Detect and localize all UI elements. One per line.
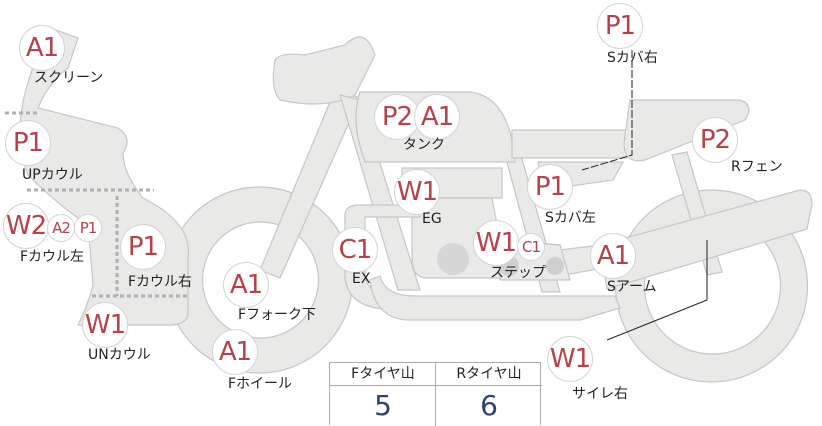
damage-mark-engine[interactable]: W1 [394, 169, 440, 215]
part-label-step: ステップ [490, 265, 546, 281]
part-label-up-cowl: UPカウル [22, 167, 83, 183]
part-label-swing-arm: Sアーム [607, 279, 657, 295]
damage-mark-tank-2[interactable]: A1 [414, 94, 460, 140]
part-label-f-fork-lower: Fフォーク下 [238, 307, 317, 323]
rear-tire-header: Rタイヤ山 [436, 363, 542, 386]
damage-mark-side-cover-right[interactable]: P1 [597, 3, 643, 49]
damage-mark-f-cowl-right[interactable]: P1 [120, 224, 166, 270]
part-label-engine: EG [422, 211, 442, 227]
damage-mark-f-fork-lower[interactable]: A1 [223, 262, 269, 308]
part-label-f-cowl-left: Fカウル左 [20, 249, 85, 265]
damage-mark-f-cowl-left-3[interactable]: P1 [74, 214, 102, 242]
front-tire-header: Fタイヤ山 [330, 363, 436, 386]
damage-mark-f-wheel[interactable]: A1 [212, 329, 258, 375]
rear-tire-value: 6 [480, 389, 498, 422]
part-label-f-cowl-right: Fカウル右 [128, 274, 193, 290]
part-label-side-cover-left: Sカバ左 [545, 210, 596, 226]
part-label-side-cover-right: Sカバ右 [607, 50, 658, 66]
damage-mark-under-cowl[interactable]: W1 [82, 302, 128, 348]
part-label-under-cowl: UNカウル [88, 347, 151, 363]
damage-mark-step-1[interactable]: W1 [473, 220, 519, 266]
damage-mark-tank-1[interactable]: P2 [374, 94, 420, 140]
front-wheel-shape [165, 186, 354, 374]
damage-mark-up-cowl[interactable]: P1 [5, 120, 51, 166]
part-label-screen: スクリーン [34, 70, 104, 86]
part-label-r-fender: Rフェン [731, 159, 783, 175]
damage-mark-exhaust[interactable]: C1 [332, 227, 378, 273]
part-label-silencer-right: サイレ右 [572, 386, 628, 402]
damage-mark-r-fender[interactable]: P2 [692, 117, 738, 163]
table-divider [435, 363, 436, 426]
seat-shape [511, 129, 628, 159]
damage-mark-step-2[interactable]: C1 [517, 233, 545, 261]
damage-mark-swing-arm[interactable]: A1 [590, 233, 636, 279]
part-label-exhaust: EX [352, 271, 371, 287]
damage-mark-f-cowl-left-2[interactable]: A2 [47, 214, 75, 242]
damage-mark-screen[interactable]: A1 [19, 25, 65, 71]
part-label-f-wheel: Fホイール [228, 376, 293, 392]
damage-mark-side-cover-left[interactable]: P1 [527, 164, 573, 210]
tire-tread-table: Fタイヤ山 Rタイヤ山 5 6 [329, 362, 542, 426]
front-tire-value: 5 [374, 389, 392, 422]
handlebar-shape [272, 36, 376, 105]
damage-mark-f-cowl-left-1[interactable]: W2 [3, 203, 49, 249]
silencer-shape [599, 189, 813, 290]
exhaust-lower-shape [369, 275, 621, 321]
damage-mark-silencer-right[interactable]: W1 [547, 336, 593, 382]
part-label-tank: タンク [403, 137, 445, 153]
